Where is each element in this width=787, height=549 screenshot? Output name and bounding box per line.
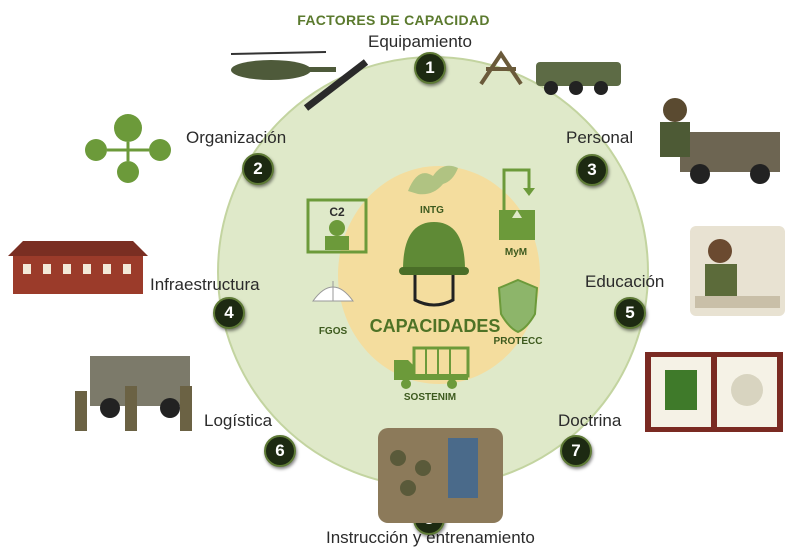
- sostenim-label: SOSTENIM: [403, 392, 457, 403]
- factor-number-5: 5: [614, 297, 646, 329]
- factor-number-4: 4: [213, 297, 245, 329]
- factor-label-instruccion: Instrucción y entrenamiento: [326, 528, 535, 547]
- c2-icon: [306, 198, 368, 254]
- building-image: [8, 241, 148, 294]
- factor-label-infraestructura: Infraestructura: [150, 275, 260, 294]
- factor-number-3: 3: [576, 154, 608, 186]
- diagram-title: FACTORES DE CAPACIDAD: [297, 12, 490, 28]
- education-image: [690, 226, 785, 316]
- center-label: CAPACIDADES: [369, 316, 501, 336]
- c2-label: C2: [329, 205, 345, 219]
- dragon-icon: [408, 165, 458, 195]
- mym-icon: [499, 168, 535, 240]
- factor-label-organizacion: Organización: [186, 128, 287, 147]
- doctrine-book-image: [645, 352, 783, 432]
- fgos-label: FGOS: [318, 326, 348, 337]
- factor-label-personal: Personal: [566, 128, 634, 147]
- factor-label-doctrina: Doctrina: [558, 411, 622, 430]
- mym-label: MyM: [504, 247, 528, 258]
- organization-icon: [85, 114, 171, 183]
- helicopter-rifle-image: [230, 51, 369, 111]
- intg-label: INTG: [420, 205, 444, 216]
- logistics-image: [75, 356, 192, 431]
- factor-label-equipamiento: Equipamiento: [368, 32, 472, 51]
- protection-shield-icon: [497, 278, 539, 334]
- training-image: [378, 428, 503, 523]
- factor-number-2: 2: [242, 153, 274, 185]
- armored-vehicle-image: [479, 50, 621, 95]
- factor-number-6: 6: [264, 435, 296, 467]
- factor-label-educacion: Educación: [585, 272, 665, 291]
- truck-icon: [394, 346, 470, 389]
- protecc-label: PROTECC: [493, 336, 543, 347]
- factor-number-7: 7: [560, 435, 592, 467]
- helmet-icon: [399, 222, 469, 307]
- fgos-icon: [312, 281, 354, 302]
- factor-label-logistica: Logística: [204, 411, 273, 430]
- soldier-truck-image: [660, 98, 780, 184]
- factor-number-1: 1: [414, 52, 446, 84]
